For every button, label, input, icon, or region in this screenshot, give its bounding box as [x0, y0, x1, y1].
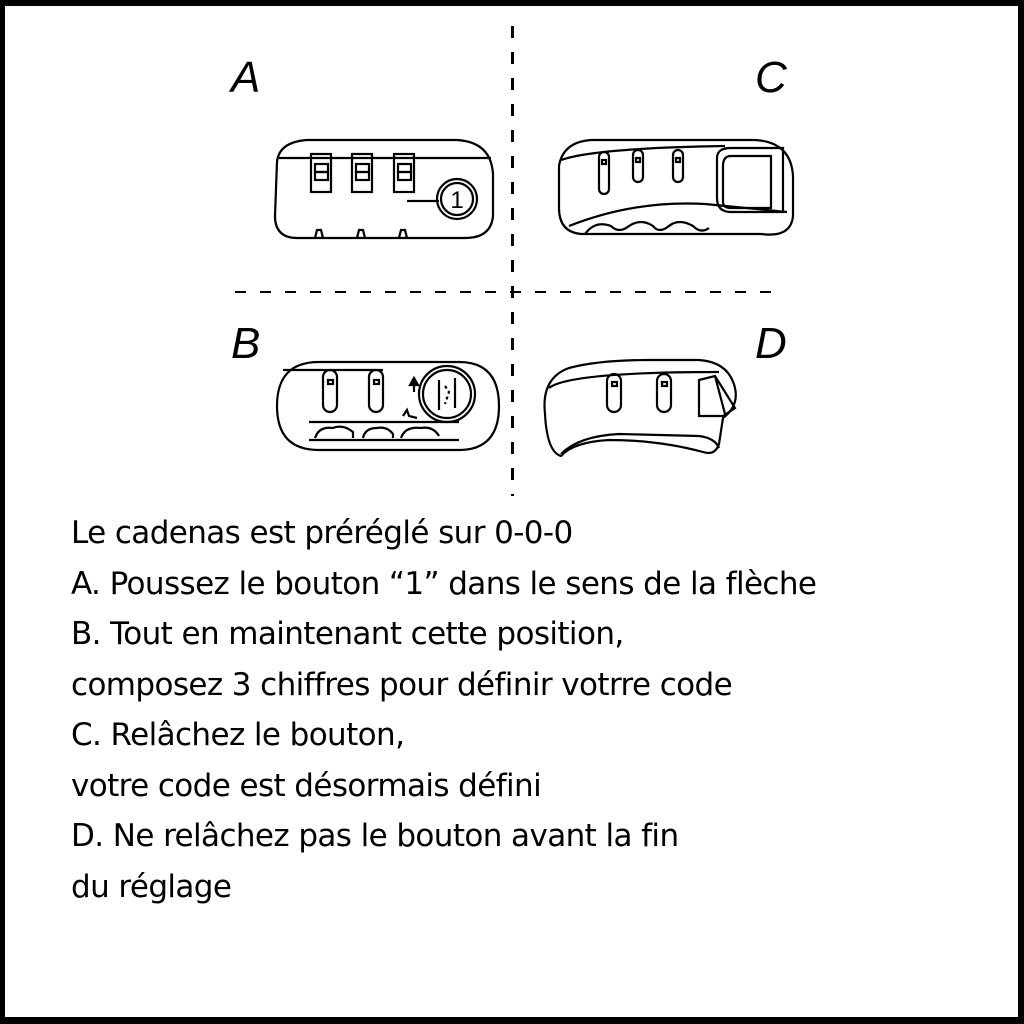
horizontal-divider: [235, 291, 785, 293]
instruction-line-step-c-cont: votre code est désormais défini: [71, 767, 542, 804]
vertical-divider: [511, 26, 514, 496]
panel-label-b: B: [231, 319, 261, 368]
instruction-line-step-b: B. Tout en maintenant cette position,: [71, 616, 624, 652]
instructions-text: Le cadenas est préréglé sur 0-0-0 A. Pou…: [71, 508, 817, 912]
instruction-line-step-d-cont: du réglage: [71, 868, 232, 905]
panel-label-d: D: [755, 319, 787, 368]
padlock-front-illustration: 1: [273, 138, 495, 240]
instruction-line-step-d: D. Ne relâchez pas le bouton avant la fi…: [71, 818, 679, 854]
instruction-line-preset: Le cadenas est préréglé sur 0-0-0: [71, 515, 573, 551]
instruction-line-step-c: C. Relâchez le bouton,: [71, 717, 405, 753]
instruction-line-step-b-cont: composez 3 chiffres pour définir votrre …: [71, 666, 733, 703]
padlock-back-released-illustration: [543, 358, 737, 458]
panel-label-c: C: [755, 53, 787, 102]
instruction-line-step-a: A. Poussez le bouton “1” dans le sens de…: [71, 565, 817, 602]
padlock-side-pressed-illustration: [275, 360, 501, 452]
panel-label-a: A: [231, 53, 261, 102]
button-1-label: 1: [450, 187, 463, 214]
padlock-back-angled-illustration: [557, 138, 795, 236]
